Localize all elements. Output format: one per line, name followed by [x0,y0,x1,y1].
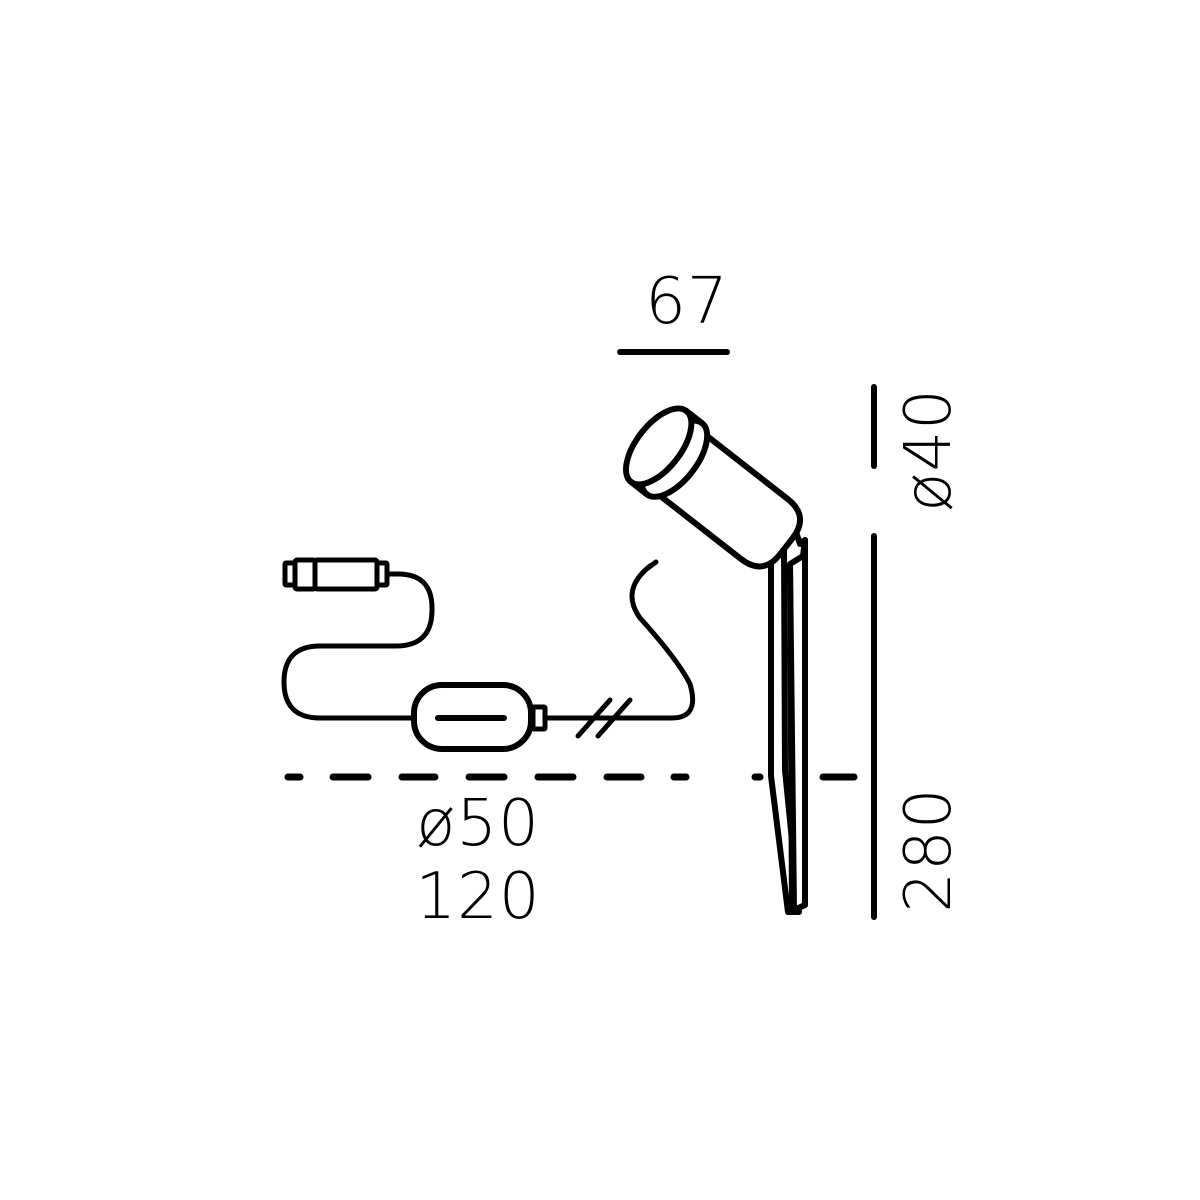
dimension-total-height: 280 [871,533,966,920]
driver-unit-icon [411,682,548,752]
ground-stake-icon [768,537,808,915]
dimension-label-driver-length: 120 [415,860,540,934]
dimension-head-diameter: ø40 [871,384,966,512]
dimension-head-width: 67 [617,265,730,355]
cable-entry [645,559,659,571]
plug-connector-icon [282,557,390,592]
spotlight-head-icon [623,405,803,570]
dimension-label-67: 67 [645,265,728,339]
dimension-label-40: ø40 [892,388,966,512]
cable-break-icon [575,697,633,739]
dimension-label-280: 280 [892,787,966,912]
dimension-label-driver-diameter: ø50 [416,787,540,861]
cable [281,563,696,721]
